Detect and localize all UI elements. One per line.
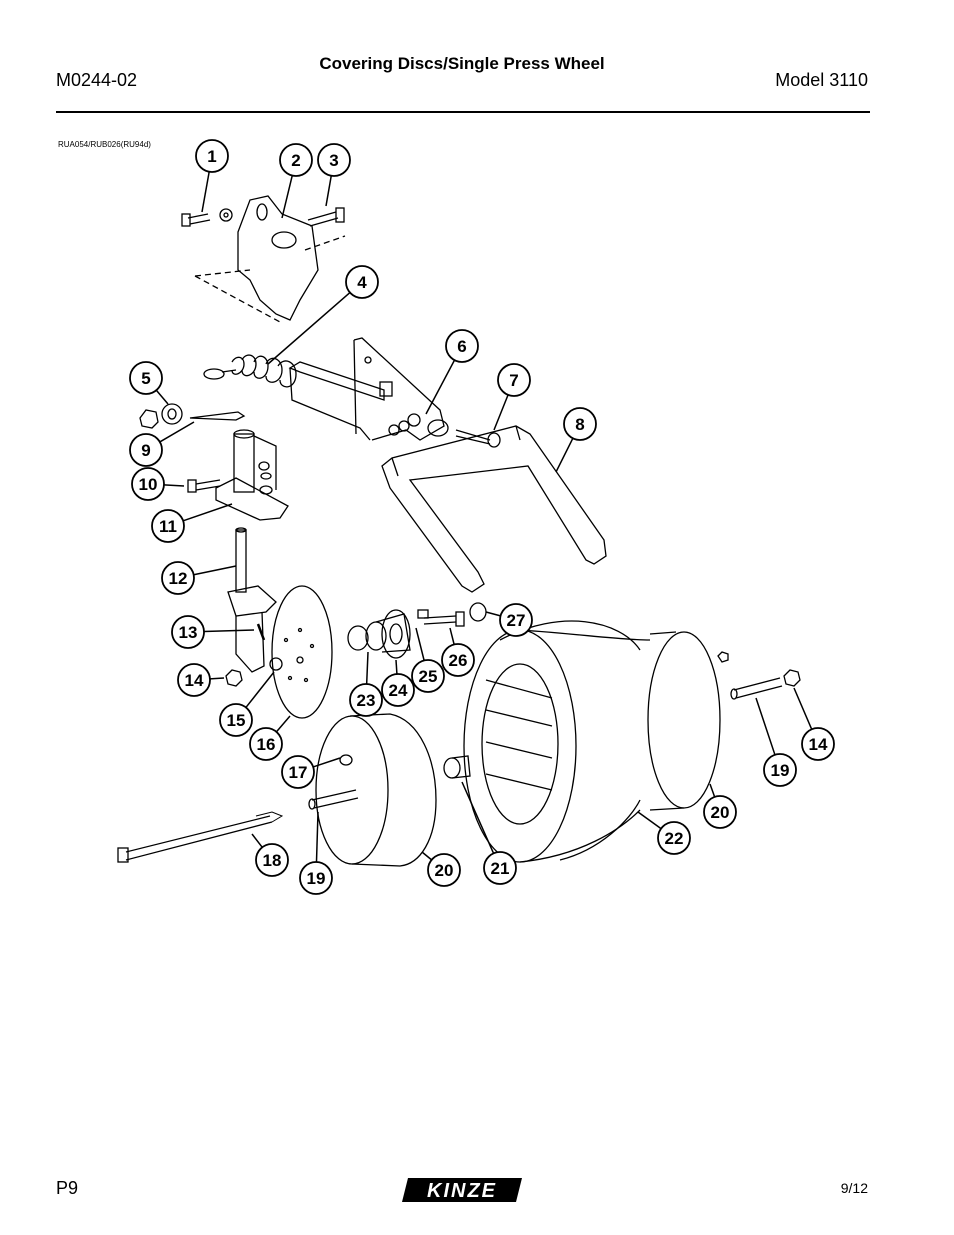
callout-label: 6 [457,337,466,356]
callout-label: 19 [307,869,326,888]
doc-number: M0244-02 [56,70,138,90]
callout-11: 11 [151,503,233,543]
callout-3: 3 [317,143,351,207]
callout-label: 12 [169,569,188,588]
nut-part-14-left [225,669,243,687]
callout-25: 25 [411,627,445,693]
callout-9: 9 [129,421,195,467]
hub-part [347,609,411,659]
callout-5: 5 [129,361,169,405]
callout-label: 22 [665,829,684,848]
nut-part-14-right [717,651,801,687]
callout-20: 20 [421,851,461,887]
callout-4: 4 [267,265,379,365]
callout-label: 19 [771,761,790,780]
page-title: Covering Discs/Single Press Wheel [319,54,605,73]
callout-label: 14 [809,735,828,754]
callout-label: 26 [449,651,468,670]
callout-label: 17 [289,763,308,782]
bolt-part-3 [307,207,345,227]
callout-17: 17 [281,755,341,789]
callout-label: 1 [207,147,216,166]
bolt-part-1 [181,208,233,227]
callout-label: 23 [357,691,376,710]
callout-label: 7 [509,371,518,390]
callout-label: 11 [159,517,177,536]
callout-label: 20 [435,861,454,880]
callout-23: 23 [349,651,383,717]
bolt-part-7 [427,419,501,448]
callout-27: 27 [485,603,533,637]
svg-text:KINZE: KINZE [427,1180,497,1202]
pivot-bracket-part [215,429,289,521]
callout-14: 14 [177,663,225,697]
callout-15: 15 [219,671,275,737]
model-label: Model 3110 [775,70,868,90]
callout-label: 15 [227,711,246,730]
callout-label: 25 [419,667,438,686]
callout-12: 12 [161,561,237,595]
callout-16: 16 [249,715,291,761]
callout-26: 26 [441,627,475,677]
rim-half-part-left [315,713,437,867]
callout-7: 7 [493,363,531,431]
callout-13: 13 [171,615,255,649]
washer-part-6 [388,413,421,436]
callout-label: 2 [291,151,300,170]
callout-22: 22 [637,811,691,855]
callout-label: 10 [139,475,158,494]
spring-part [203,354,297,388]
bearing-part-21 [443,755,471,779]
callout-label: 18 [263,851,282,870]
bolt-part-10 [187,479,221,493]
axle-bolt-part-18 [117,811,284,863]
callout-14: 14 [793,687,835,761]
callout-label: 21 [491,859,510,878]
covering-disc-part [271,585,333,719]
nut-part-5 [139,403,183,429]
callout-label: 14 [185,671,204,690]
kinze-logo: KINZE [402,1178,522,1202]
callout-label: 4 [357,273,367,292]
callout-21: 21 [461,781,517,885]
callout-label: 16 [257,735,276,754]
callout-1: 1 [195,139,229,213]
page-number: P9 [56,1178,79,1198]
callout-label: 5 [141,369,150,388]
callout-10: 10 [131,467,185,501]
callout-label: 8 [575,415,584,434]
callout-18: 18 [251,833,289,877]
callout-24: 24 [381,659,415,707]
callout-19: 19 [755,697,797,787]
issue-date: 9/12 [840,1180,868,1196]
callout-19: 19 [299,811,333,895]
header-rule [56,111,870,113]
callout-label: 13 [179,623,198,642]
callout-label: 24 [389,681,408,700]
rim-half-part-right [647,631,721,811]
mount-bracket-part [194,195,346,323]
callout-label: 9 [141,441,150,460]
figure-reference: RUA054/RUB026(RU94d) [58,140,151,149]
callout-20: 20 [703,783,737,829]
callout-label: 20 [711,803,730,822]
disc-arm-part [227,527,277,673]
callout-6: 6 [425,329,479,415]
callout-2: 2 [279,143,313,219]
spacer-part-19 [308,677,783,810]
callout-label: 3 [329,151,338,170]
bolt-part-26 [417,609,465,627]
yoke-part [381,425,607,593]
callout-label: 27 [507,611,526,630]
callout-8: 8 [555,407,597,473]
pin-part-9 [189,411,246,421]
bolt-part-15 [269,657,283,671]
